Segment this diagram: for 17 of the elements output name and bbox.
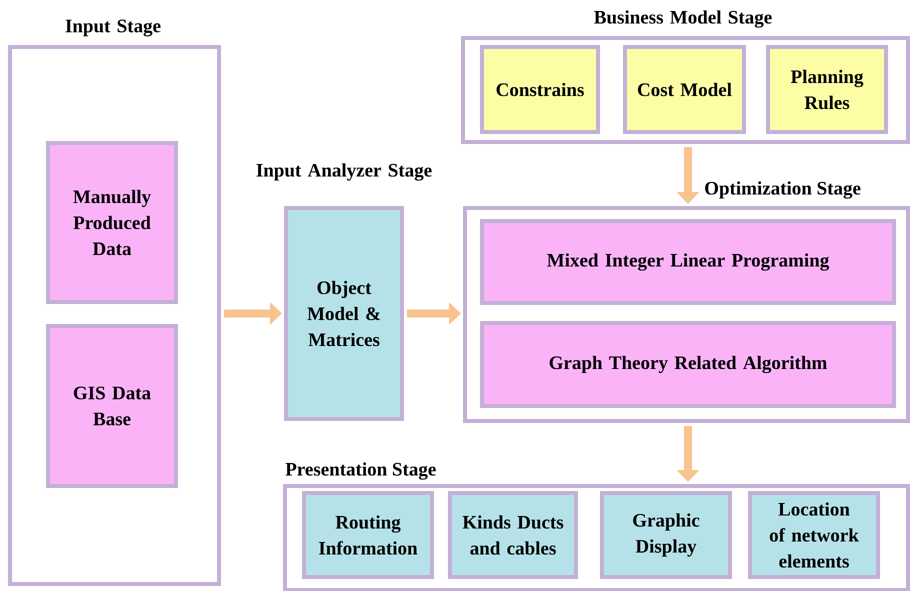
process-box: Mixed Integer Linear Programing bbox=[480, 219, 896, 305]
process-box: Planning Rules bbox=[766, 45, 888, 134]
stage-heading: Optimization Stage bbox=[705, 181, 860, 199]
process-box: Cost Model bbox=[623, 45, 746, 134]
process-box: Routing Information bbox=[302, 491, 434, 579]
process-box: Graph Theory Related Algorithm bbox=[480, 321, 896, 408]
stage-heading: Presentation Stage bbox=[286, 462, 436, 480]
stage-heading: Input Analyzer Stage bbox=[256, 163, 432, 181]
process-box: Kinds Ducts and cables bbox=[448, 491, 578, 579]
process-box: Graphic Display bbox=[600, 491, 732, 579]
process-box: Location of network elements bbox=[748, 491, 880, 579]
stage-heading: Business Model Stage bbox=[594, 10, 772, 28]
process-box: GIS Data Base bbox=[46, 324, 178, 488]
stage-heading: Input Stage bbox=[66, 20, 161, 36]
process-box: Object Model & Matrices bbox=[284, 206, 404, 421]
process-box: Constrains bbox=[480, 45, 600, 134]
process-box: Manually Produced Data bbox=[46, 141, 178, 304]
